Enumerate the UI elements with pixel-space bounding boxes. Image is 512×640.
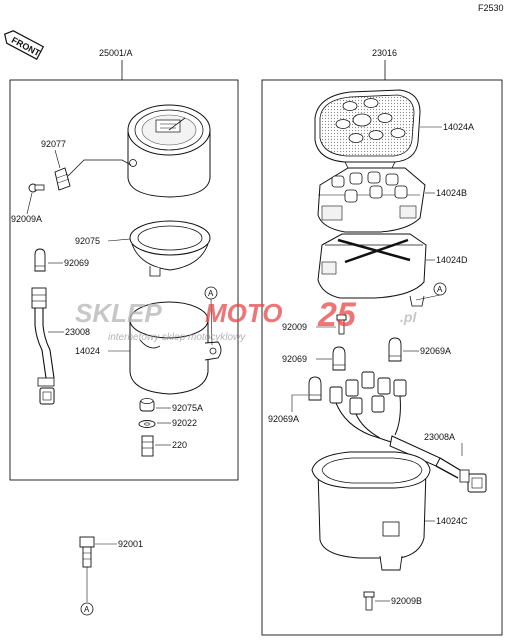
bulb-92069-right: [332, 346, 346, 371]
label-14024B: 14024B: [436, 188, 467, 198]
front-tag: FRONT: [4, 30, 45, 60]
ring-92075: [129, 220, 211, 277]
right-group-title: 23016: [372, 48, 397, 58]
grommet-92075A: [139, 398, 155, 412]
bulb-92069: [34, 248, 46, 272]
label-92075A: 92075A: [172, 403, 203, 413]
cup-14024: [129, 301, 222, 395]
svg-text:A: A: [84, 605, 90, 614]
screw-92009A: [28, 183, 45, 193]
label-92009B: 92009B: [391, 596, 422, 606]
label-92075: 92075: [75, 236, 100, 246]
harness-23008: [31, 287, 55, 405]
svg-text:internetowy sklep motocyklowy: internetowy sklep motocyklowy: [108, 332, 246, 343]
circle-a-bottom: A: [80, 602, 94, 616]
bolt-92001: [79, 536, 95, 602]
label-220: 220: [172, 440, 187, 450]
page-code: F2530: [478, 3, 504, 13]
label-92009A: 92009A: [11, 214, 42, 224]
label-92022: 92022: [172, 418, 197, 428]
label-14024C: 14024C: [436, 516, 468, 526]
svg-text:MOTO: MOTO: [205, 298, 283, 328]
bulb-92069A-left: [308, 376, 322, 401]
circle-a-left: A: [204, 286, 218, 346]
label-92001: 92001: [118, 539, 143, 549]
svg-text:A: A: [208, 289, 214, 298]
screw-92009B: [363, 591, 375, 611]
right-group-frame: [261, 79, 503, 636]
cover-14024A: [314, 89, 421, 169]
bulb-92069A-top: [388, 337, 402, 362]
holder-14024B: [317, 167, 426, 233]
box-14024D: [317, 233, 427, 307]
left-group-frame: [9, 79, 239, 481]
label-92069: 92069: [64, 258, 89, 268]
part-92077: [54, 159, 132, 191]
label-92069A-top: 92069A: [420, 346, 451, 356]
screw-92009: [336, 314, 347, 335]
label-23008A: 23008A: [424, 432, 455, 442]
nut-220: [141, 435, 154, 457]
harness-23008A: [329, 371, 487, 493]
label-92069A-left: 92069A: [268, 414, 299, 424]
svg-text:.pl: .pl: [400, 309, 417, 325]
label-23008: 23008: [65, 327, 90, 337]
watermark: SKLEP MOTO 25 .pl internetowy sklep moto…: [75, 296, 417, 343]
svg-text:25: 25: [317, 296, 357, 334]
label-92009: 92009: [282, 322, 307, 332]
label-14024D: 14024D: [436, 255, 468, 265]
left-group-title: 25001/A: [99, 48, 133, 58]
case-14024C: [311, 451, 431, 571]
washer-92022: [138, 420, 156, 428]
label-92077: 92077: [41, 139, 66, 149]
label-92069-right: 92069: [282, 354, 307, 364]
label-14024: 14024: [75, 346, 100, 356]
speedometer-head: [127, 104, 211, 198]
label-14024A: 14024A: [443, 122, 474, 132]
svg-text:A: A: [437, 285, 443, 294]
circle-a-right: A: [415, 282, 447, 301]
svg-text:SKLEP: SKLEP: [75, 298, 162, 328]
